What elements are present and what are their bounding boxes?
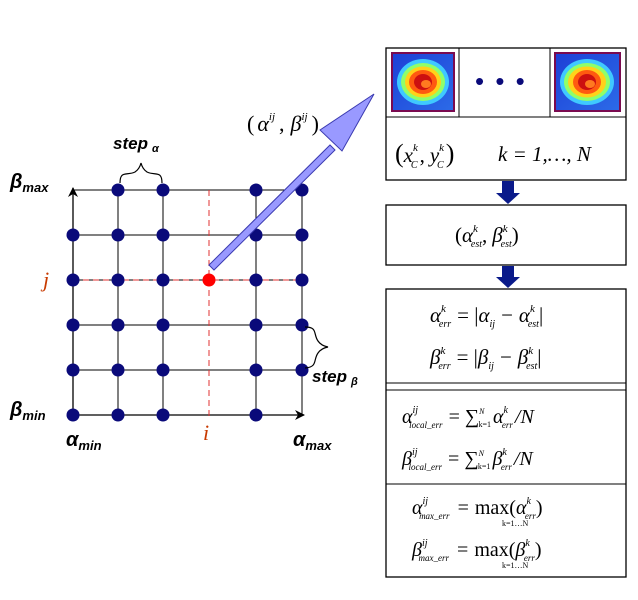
beta-max-label: βmax (9, 171, 49, 195)
grid-point (111, 363, 125, 377)
grid-point (249, 273, 263, 287)
step-alpha-brace (119, 162, 163, 184)
grid-point (249, 318, 263, 332)
point-coordinate-label: (αij,βij) (247, 111, 319, 136)
grid-point (66, 408, 80, 422)
index-i-label: i (203, 420, 209, 445)
grid-point (295, 228, 309, 242)
alpha-min-label: αmin (66, 429, 102, 453)
max-alpha-fn-subscript: k=1…N (502, 519, 529, 528)
grid-point (249, 363, 263, 377)
grid-point (249, 183, 263, 197)
heatmap-thumbnail-first (391, 52, 455, 112)
grid-point (111, 273, 125, 287)
alpha-max-label: αmax (293, 429, 332, 453)
grid-point (156, 273, 170, 287)
grid-point (156, 408, 170, 422)
grid-point (66, 228, 80, 242)
grid-point (156, 318, 170, 332)
grid-point (111, 183, 125, 197)
error-metrics-box (385, 288, 627, 578)
flow-arrow-2 (496, 266, 520, 288)
index-j-label: j (40, 267, 49, 292)
max-beta-fn-subscript: k=1…N (502, 561, 529, 570)
grid-points (66, 183, 309, 422)
grid-lines (73, 189, 303, 415)
grid-point (66, 363, 80, 377)
ellipsis-dots: • • • (475, 66, 527, 96)
grid-point (66, 318, 80, 332)
heatmap-thumbnail-last (554, 52, 621, 112)
k-range-label: k = 1,…, N (498, 142, 592, 166)
selected-point (202, 273, 216, 287)
pointer-arrow (208, 93, 375, 271)
grid-point (66, 273, 80, 287)
grid-point (111, 408, 125, 422)
grid-point (156, 363, 170, 377)
step-beta-brace (304, 326, 329, 369)
flow-arrow-1 (496, 181, 520, 204)
grid-point (111, 228, 125, 242)
grid-point (295, 183, 309, 197)
grid-point (295, 318, 309, 332)
beta-min-label: βmin (9, 399, 46, 423)
grid-point (111, 318, 125, 332)
grid-point (249, 408, 263, 422)
grid-point (156, 228, 170, 242)
grid-point (295, 363, 309, 377)
estimated-parameters-box (385, 204, 627, 266)
grid-point (156, 183, 170, 197)
grid-point (295, 273, 309, 287)
